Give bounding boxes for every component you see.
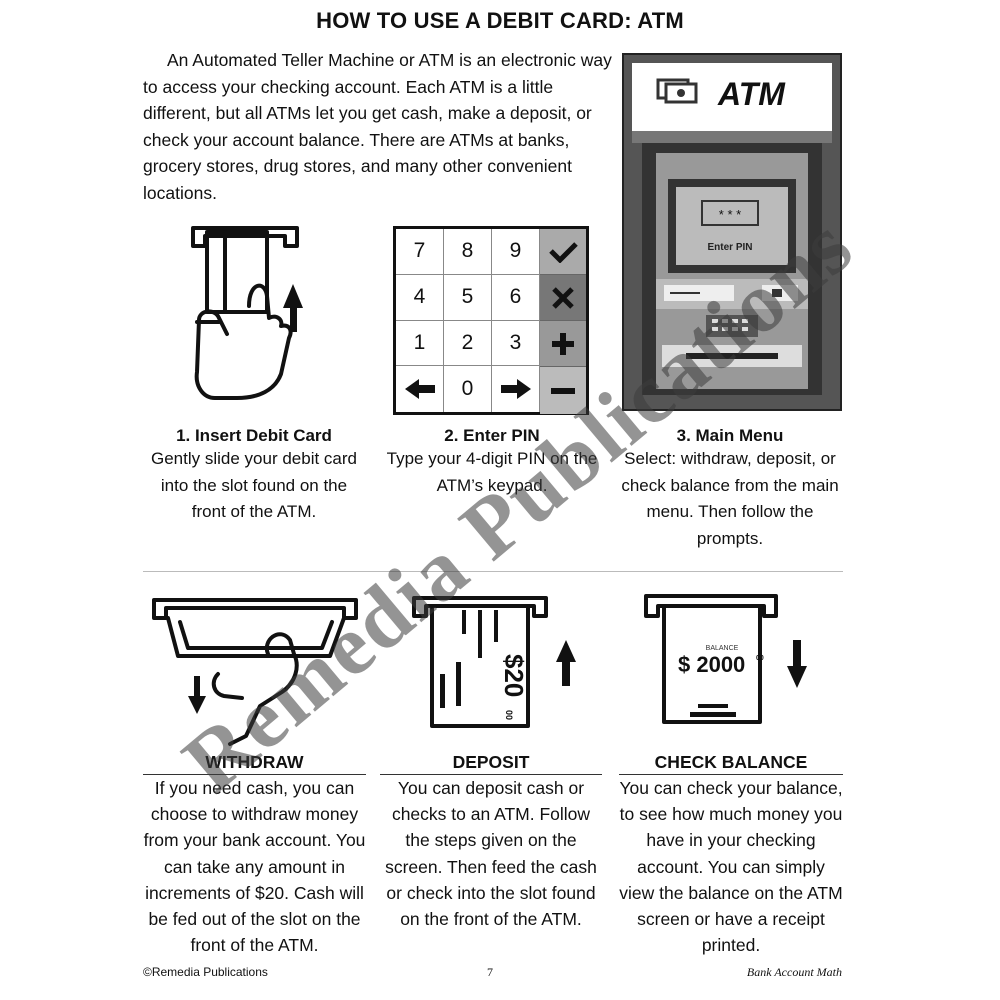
left-arrow-icon bbox=[404, 379, 435, 400]
keypad-key[interactable]: 1 bbox=[396, 320, 444, 367]
keypad-right-arrow-key[interactable] bbox=[492, 366, 540, 412]
checkmark-icon bbox=[549, 241, 578, 263]
deposit-title: DEPOSIT bbox=[380, 752, 602, 775]
keypad-key[interactable]: 7 bbox=[396, 229, 444, 275]
keypad-key[interactable]: 8 bbox=[444, 229, 492, 275]
deposit-text: You can deposit cash or checks to an ATM… bbox=[385, 778, 597, 930]
step-2-title: 2. Enter PIN bbox=[444, 426, 540, 445]
keypad-cancel-key[interactable] bbox=[540, 275, 586, 321]
keypad-plus-key[interactable] bbox=[540, 321, 586, 367]
footer-copyright: ©Remedia Publications bbox=[143, 965, 268, 979]
check-balance-icon: BALANCE $ 2000 00 bbox=[644, 594, 807, 724]
deposit-icon: $20 00 bbox=[412, 596, 576, 728]
keypad-key[interactable]: 2 bbox=[444, 320, 492, 367]
deposit-bill-amount: $20 bbox=[499, 654, 529, 697]
up-arrow-icon bbox=[283, 284, 303, 308]
atm-screen-pin: * * * bbox=[719, 207, 741, 222]
keypad-enter-key[interactable] bbox=[540, 229, 586, 275]
keypad-key[interactable]: 3 bbox=[492, 320, 540, 367]
keypad-key[interactable]: 4 bbox=[396, 274, 444, 321]
intro-text: An Automated Teller Machine or ATM is an… bbox=[143, 50, 612, 203]
check-balance-title: CHECK BALANCE bbox=[619, 752, 843, 775]
balance-receipt-label: BALANCE bbox=[706, 645, 739, 652]
x-icon bbox=[552, 286, 574, 309]
withdraw-section: WITHDRAW If you need cash, you can choos… bbox=[143, 752, 366, 958]
withdraw-icon bbox=[152, 598, 358, 746]
atm-sign-text: ATM bbox=[717, 76, 786, 112]
footer-book-title: Bank Account Math bbox=[746, 965, 842, 979]
up-arrow-icon bbox=[556, 640, 576, 662]
footer-page-number: 7 bbox=[487, 965, 493, 979]
step-3-text: Select: withdraw, deposit, or check bala… bbox=[621, 449, 839, 548]
step-3-title: 3. Main Menu bbox=[676, 426, 784, 445]
balance-receipt-amount: $ 2000 bbox=[678, 652, 745, 677]
step-1: 1. Insert Debit Card Gently slide your d… bbox=[143, 426, 365, 526]
keypad-key[interactable]: 5 bbox=[444, 274, 492, 321]
atm-screen-label: Enter PIN bbox=[707, 242, 752, 253]
keypad-minus-key[interactable] bbox=[540, 367, 586, 414]
step-1-text: Gently slide your debit card into the sl… bbox=[151, 449, 357, 521]
atm-keypad-icon bbox=[706, 315, 758, 337]
plus-icon bbox=[552, 332, 574, 355]
step-2: 2. Enter PIN Type your 4-digit PIN on th… bbox=[382, 426, 602, 499]
step-3: 3. Main Menu Select: withdraw, deposit, … bbox=[618, 426, 842, 552]
keypad-key[interactable]: 9 bbox=[492, 229, 540, 275]
withdraw-title: WITHDRAW bbox=[143, 752, 366, 775]
insert-card-icon bbox=[191, 226, 303, 400]
deposit-section: DEPOSIT You can deposit cash or checks t… bbox=[380, 752, 602, 932]
keypad-key[interactable]: 0 bbox=[444, 366, 492, 412]
pin-keypad: 7 8 9 4 5 6 1 2 3 0 bbox=[393, 226, 589, 415]
right-arrow-icon bbox=[500, 379, 531, 400]
check-balance-section: CHECK BALANCE You can check your balance… bbox=[619, 752, 843, 958]
step-2-text: Type your 4-digit PIN on the ATM’s keypa… bbox=[386, 449, 598, 495]
check-balance-text: You can check your balance, to see how m… bbox=[619, 778, 843, 956]
deposit-bill-cents: 00 bbox=[504, 710, 514, 720]
minus-icon bbox=[551, 387, 575, 394]
keypad-left-arrow-key[interactable] bbox=[396, 366, 444, 412]
step-1-title: 1. Insert Debit Card bbox=[176, 426, 332, 445]
down-arrow-icon bbox=[188, 696, 206, 714]
withdraw-text: If you need cash, you can choose to with… bbox=[143, 778, 366, 956]
cash-icon bbox=[656, 78, 698, 104]
down-arrow-icon bbox=[787, 666, 807, 688]
atm-cash-slot bbox=[686, 353, 778, 359]
intro-paragraph: An Automated Teller Machine or ATM is an… bbox=[143, 47, 613, 206]
section-divider bbox=[143, 571, 843, 572]
page-title: HOW TO USE A DEBIT CARD: ATM bbox=[316, 8, 684, 33]
atm-machine-illustration: ATM * * * Enter PIN bbox=[622, 53, 842, 411]
balance-receipt-cents: 00 bbox=[756, 655, 764, 662]
keypad-key[interactable]: 6 bbox=[492, 274, 540, 321]
